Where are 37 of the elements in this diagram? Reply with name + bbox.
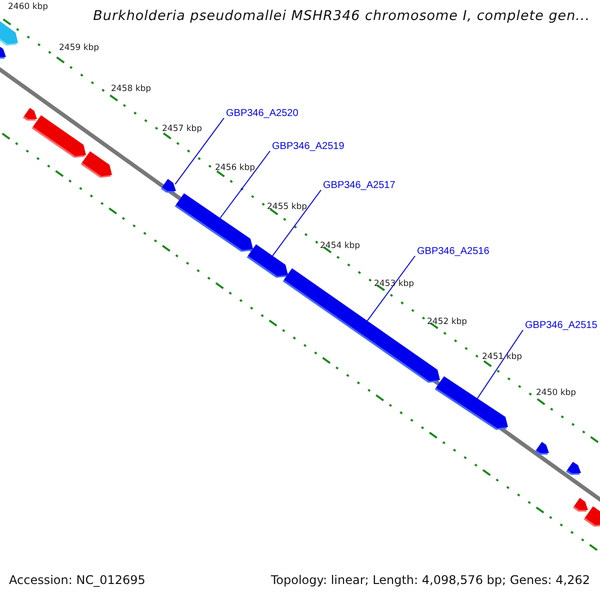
gene-block bbox=[246, 244, 288, 278]
accession-text: Accession: NC_012695 bbox=[9, 574, 146, 588]
gene-label: GBP346_A2517 bbox=[323, 180, 396, 192]
tick-label: 2460 kbp bbox=[8, 3, 48, 13]
gene-block bbox=[434, 376, 508, 430]
tick-label: 2456 kbp bbox=[215, 164, 256, 174]
tick-label: 2458 kbp bbox=[111, 85, 152, 95]
tick-label: 2454 kbp bbox=[320, 242, 360, 252]
leader-line bbox=[476, 330, 524, 399]
gene-label: GBP346_A2519 bbox=[272, 141, 344, 152]
gene-block bbox=[572, 498, 588, 512]
map-title: Burkholderia pseudomallei MSHR346 chromosome I, complete gen... bbox=[93, 8, 590, 24]
gene-label: GBP346_A2520 bbox=[226, 108, 298, 120]
gene-label: GBP346_A2516 bbox=[417, 246, 490, 258]
gene-block bbox=[22, 108, 37, 121]
tick-label: 2451 kbp bbox=[482, 353, 522, 363]
gene-block bbox=[0, 21, 18, 46]
gene-block bbox=[80, 151, 112, 178]
gene-block bbox=[160, 178, 176, 193]
gene-block bbox=[584, 506, 600, 527]
leader-line bbox=[272, 190, 322, 256]
genome-info-text: Topology: linear; Length: 4,098,576 bp; Genes: 4,262 bbox=[270, 574, 590, 588]
tick-label: 2450 kbp bbox=[536, 389, 576, 399]
gene-block bbox=[32, 115, 86, 158]
gene-block bbox=[566, 462, 581, 475]
gene-block bbox=[174, 193, 253, 252]
leader-line bbox=[220, 150, 270, 218]
gene-block bbox=[534, 442, 549, 455]
gene-label: GBP346_A2515 bbox=[525, 320, 598, 332]
tick-label: 2452 kbp bbox=[427, 318, 468, 328]
gene-block bbox=[0, 46, 6, 59]
leader-line bbox=[174, 118, 224, 185]
tick-label: 2455 kbp bbox=[267, 203, 308, 213]
tick-label: 2459 kbp bbox=[59, 44, 100, 54]
tick-label: 2453 kbp bbox=[374, 280, 414, 290]
leader-line bbox=[366, 256, 416, 322]
tick-label: 2457 kbp bbox=[162, 125, 202, 135]
